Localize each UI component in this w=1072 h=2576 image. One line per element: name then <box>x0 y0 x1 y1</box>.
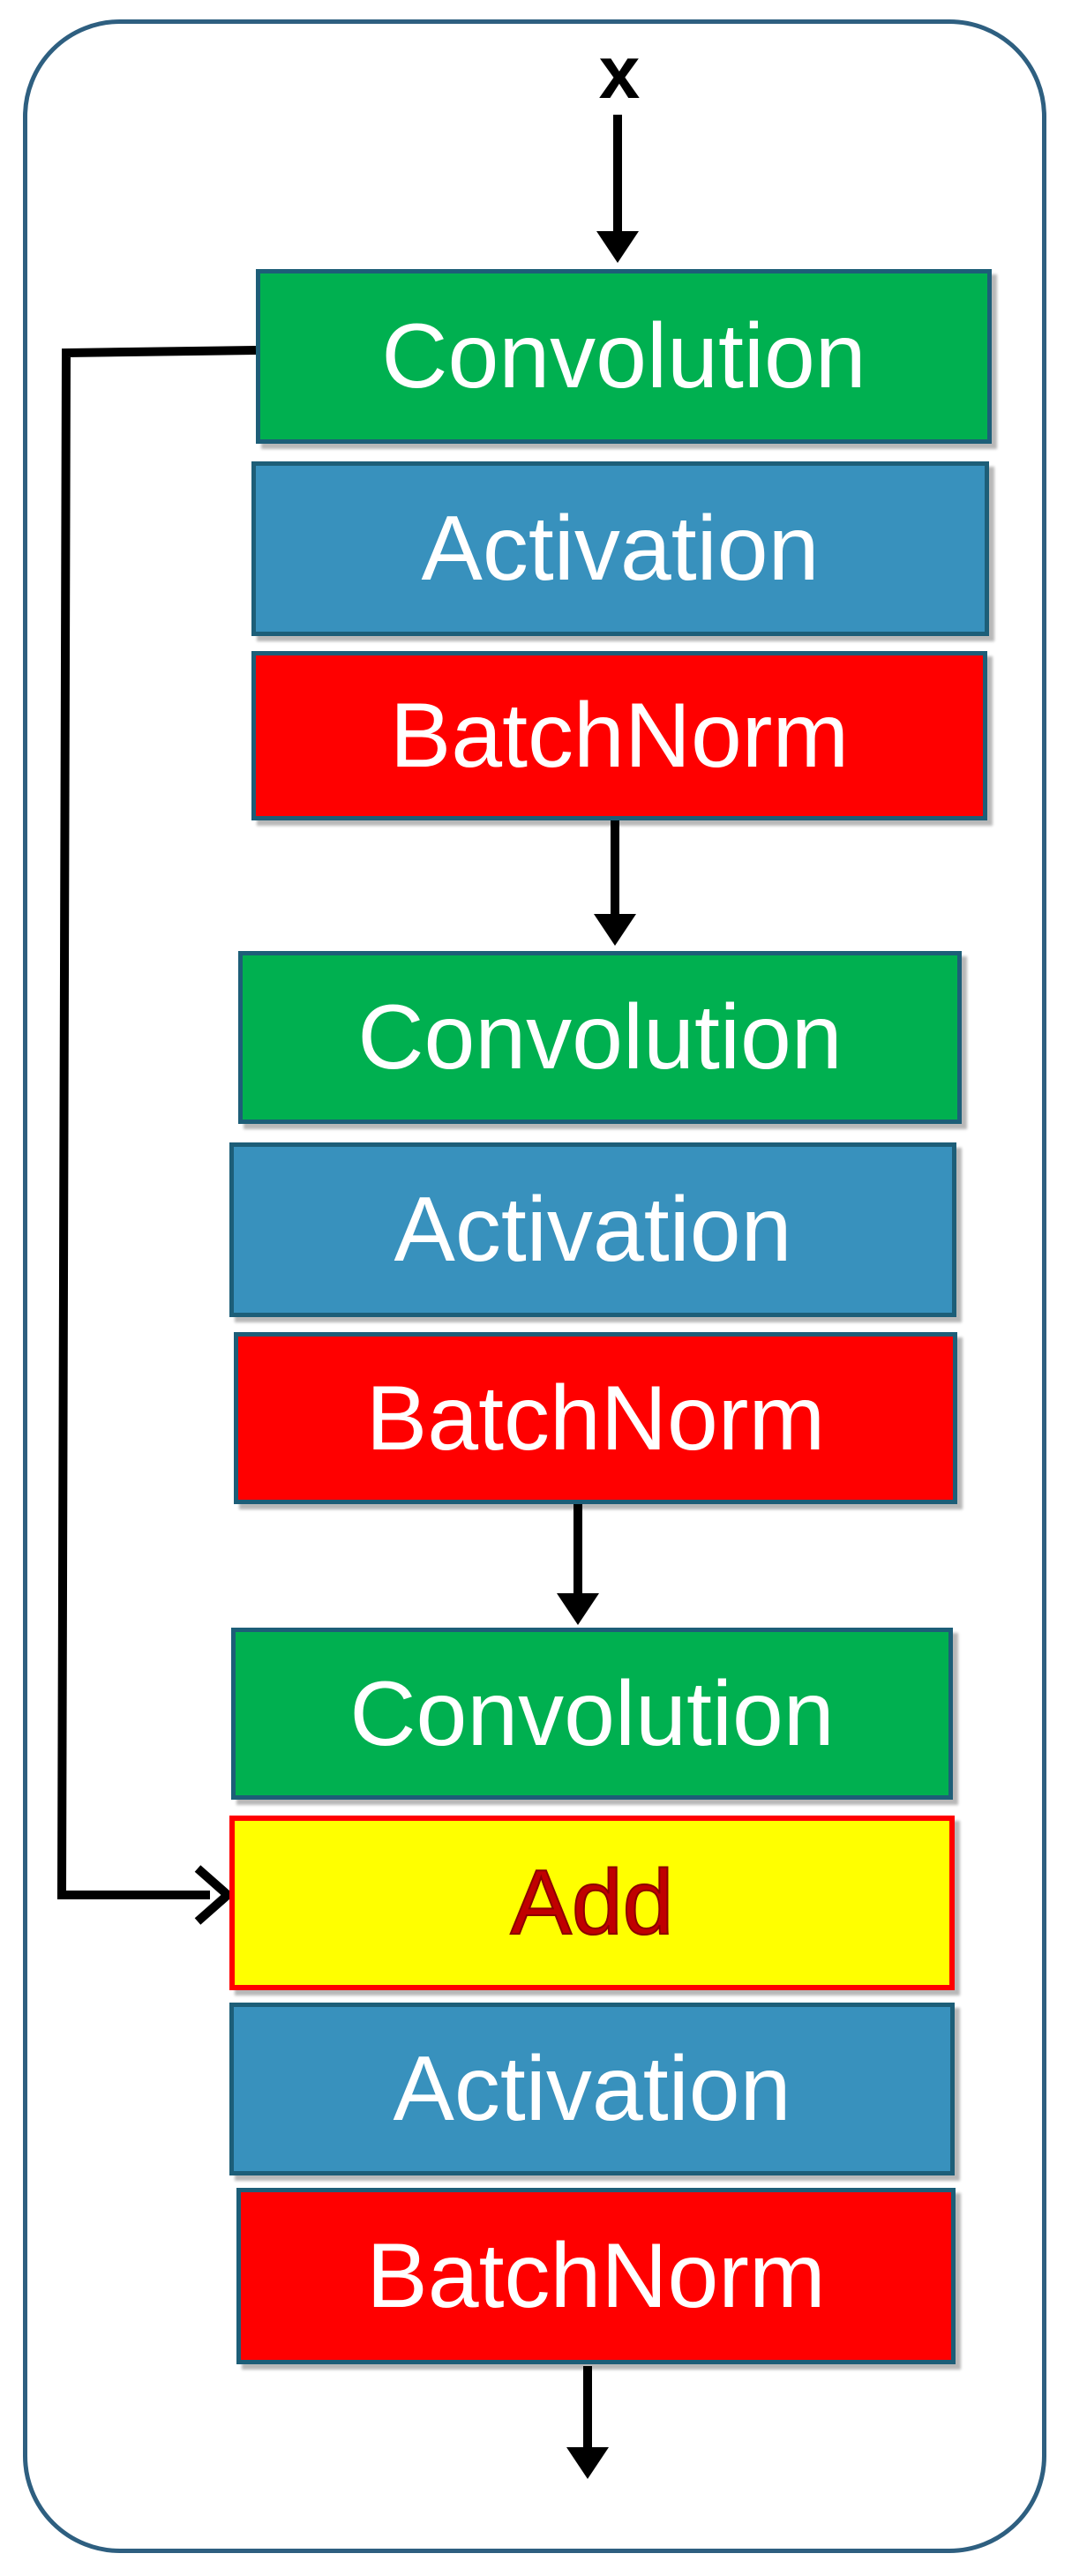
convolution-block-2-label: Convolution <box>357 986 843 1089</box>
activation-block-1: Activation <box>251 461 989 636</box>
activation-block-3: Activation <box>229 2003 955 2175</box>
convolution-block-3-label: Convolution <box>349 1662 835 1765</box>
batchnorm-block-3: BatchNorm <box>236 2188 956 2364</box>
convolution-block-1-label: Convolution <box>381 305 866 408</box>
convolution-block-3: Convolution <box>231 1628 953 1800</box>
convolution-block-1: Convolution <box>256 269 992 444</box>
activation-block-3-label: Activation <box>393 2038 791 2140</box>
batchnorm-block-2: BatchNorm <box>234 1332 957 1504</box>
activation-block-2: Activation <box>229 1142 956 1317</box>
convolution-block-2: Convolution <box>238 951 962 1124</box>
batchnorm-block-1: BatchNorm <box>251 651 987 820</box>
input-label: x <box>598 31 641 114</box>
add-block-label: Add <box>509 1852 674 1954</box>
batchnorm-block-1-label: BatchNorm <box>389 685 850 787</box>
batchnorm-block-2-label: BatchNorm <box>365 1367 826 1470</box>
activation-block-1-label: Activation <box>421 498 820 600</box>
batchnorm-block-3-label: BatchNorm <box>366 2225 826 2327</box>
activation-block-2-label: Activation <box>394 1179 792 1281</box>
add-block: Add <box>229 1816 955 1990</box>
